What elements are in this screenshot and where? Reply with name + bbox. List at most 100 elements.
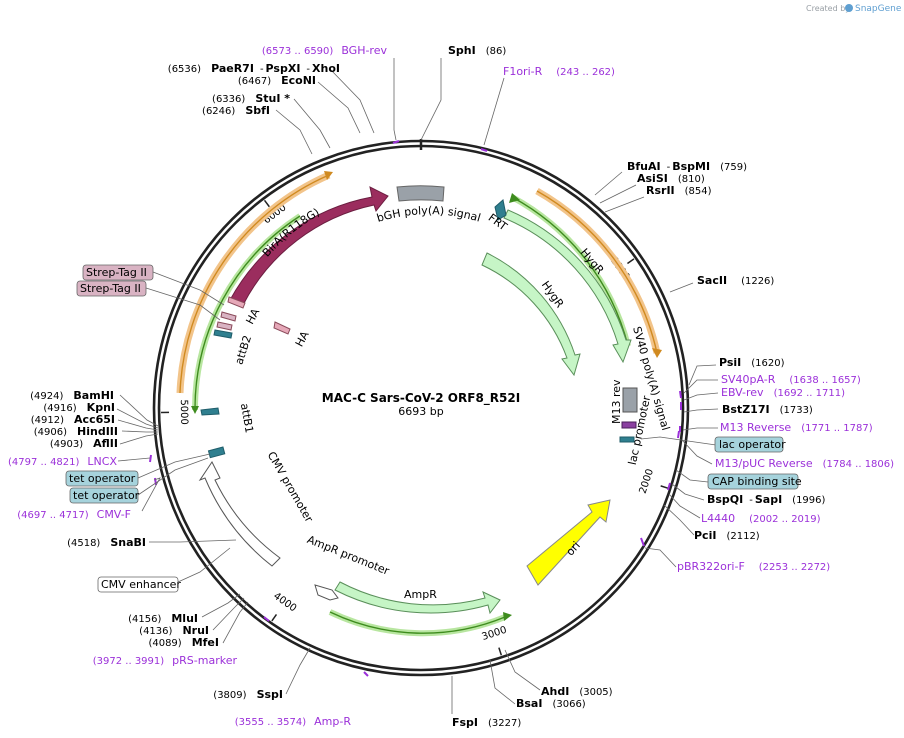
feature-shape-ha-2 bbox=[273, 321, 291, 335]
tick-label-5000: 5000 bbox=[178, 399, 189, 425]
box-cmv-enhancer bbox=[97, 576, 179, 593]
box-strep-tag-1 bbox=[82, 264, 154, 281]
site-bsai: BsaI(3066) bbox=[516, 697, 586, 710]
primer-mark-prs-marker bbox=[263, 616, 270, 622]
primer-f1ori-r: F1ori-R(243 .. 262) bbox=[503, 65, 615, 78]
primer-mark-lncx bbox=[149, 454, 152, 463]
site-psii: PsiI(1620) bbox=[719, 356, 785, 369]
primers: (6573 .. 6590)BGH-rev F1ori-R(243 .. 262… bbox=[8, 44, 894, 728]
feature-shape-hygr-1 bbox=[503, 209, 632, 364]
site-sbfi: (6246)SbfI bbox=[202, 104, 270, 117]
feature-shape-ori bbox=[526, 499, 611, 586]
box-label-strep-tag-2: Strep-Tag II bbox=[80, 282, 141, 295]
tick-mark-1000 bbox=[626, 258, 635, 265]
site-ahdi: AhdI(3005) bbox=[541, 685, 613, 698]
credit-brand: SnapGene bbox=[855, 4, 902, 14]
box-cap-binding-site bbox=[707, 473, 799, 490]
feature-label-attb2: attB2 bbox=[232, 334, 254, 366]
feature-shape-bgh bbox=[396, 185, 445, 202]
box-label-tet-operator-1: tet operator bbox=[69, 472, 136, 485]
feature-shapes bbox=[198, 185, 638, 615]
site-asisi: AsiSI(810) bbox=[637, 172, 705, 185]
site-snabi: (4518)SnaBI bbox=[67, 536, 146, 549]
site-hindiii: (4906)HindIII bbox=[34, 425, 118, 438]
feature-shape-ampr bbox=[334, 581, 501, 615]
primer-ebv-rev: EBV-rev(1692 .. 1711) bbox=[721, 386, 845, 399]
primer-sv40pa-r: SV40pA-R(1638 .. 1657) bbox=[721, 373, 861, 386]
primer-l4440: L4440(2002 .. 2019) bbox=[701, 512, 821, 525]
primer-mark-cmv-f bbox=[154, 477, 157, 486]
feature-label-attb1: attB1 bbox=[238, 402, 256, 434]
site-mfei: (4089)MfeI bbox=[148, 636, 219, 649]
restriction-sites: SphI(86) BfuAI-BspMI(759) AsiSI(810) Rsr… bbox=[30, 44, 825, 729]
feature-label-ampr-promoter: AmpR promoter bbox=[305, 533, 391, 578]
orf-arcs bbox=[176, 171, 662, 637]
box-label-tet-operator-2: tet operator bbox=[73, 489, 140, 502]
box-label-lac-operator: lac operator bbox=[719, 438, 786, 451]
feature-shape-lac-operator bbox=[619, 436, 635, 443]
orf-orange-arrow-right bbox=[652, 348, 662, 358]
primer-lncx: (4797 .. 4821)LNCX bbox=[8, 455, 117, 468]
tick-label-4000: 4000 bbox=[271, 591, 298, 615]
feature-label-ha-2: HA bbox=[293, 329, 312, 349]
orf-green-line-left bbox=[194, 215, 301, 411]
primer-mark-l4440 bbox=[667, 482, 671, 491]
site-acc65i: (4912)Acc65I bbox=[31, 413, 115, 426]
feature-label-m13rev: M13 rev bbox=[610, 379, 623, 424]
tick-label-3000: 3000 bbox=[481, 625, 509, 643]
site-rsrii: RsrII(854) bbox=[646, 184, 712, 197]
primer-prs-marker: (3972 .. 3991)pRS-marker bbox=[93, 654, 238, 667]
site-paer7i-pspxi-xhoi: (6536)PaeR7I-PspXI-XhoI bbox=[168, 62, 340, 75]
orf-orange-line-left bbox=[179, 174, 330, 394]
primer-mark-bgh-rev bbox=[392, 140, 400, 144]
site-econi: (6467)EcoNI bbox=[238, 74, 316, 87]
tick-mark-2000 bbox=[660, 485, 669, 490]
primer-pbr322ori-f: pBR322ori-F(2253 .. 2272) bbox=[677, 560, 830, 573]
box-label-strep-tag-1: Strep-Tag II bbox=[86, 266, 147, 279]
tick-mark-6000 bbox=[263, 199, 270, 208]
box-tet-operator-2 bbox=[69, 487, 139, 504]
box-strep-tag-2 bbox=[76, 280, 147, 297]
site-bspqi-sapi: BspQI-SapI(1996) bbox=[707, 493, 826, 506]
orf-green-line-bottom bbox=[329, 611, 506, 634]
site-sspi: (3809)SspI bbox=[213, 688, 283, 701]
snapgene-credit: Created by SnapGene bbox=[806, 4, 902, 14]
feature-shape-strep-2 bbox=[216, 321, 233, 331]
primer-mark-pbr322ori-f bbox=[640, 537, 645, 547]
feature-shape-attb1 bbox=[200, 407, 220, 416]
snapgene-logo-icon bbox=[845, 4, 853, 12]
site-nrui: (4136)NruI bbox=[139, 624, 209, 637]
feature-shape-hygr-2 bbox=[481, 252, 581, 377]
tick-mark-3000 bbox=[498, 647, 503, 656]
leader-lines bbox=[116, 58, 719, 714]
feature-label-bgh: bGH poly(A) signal bbox=[375, 204, 482, 225]
primer-marks bbox=[149, 140, 682, 677]
site-stui: (6336)StuI * bbox=[212, 92, 290, 105]
tick-mark-4000 bbox=[271, 613, 278, 622]
feature-label-cmv-promoter: CMV promoter bbox=[265, 449, 316, 525]
orf-green-arrow-bottom bbox=[503, 612, 512, 621]
feature-shape-bira bbox=[229, 186, 389, 306]
site-fspi: FspI(3227) bbox=[452, 716, 521, 729]
primer-m13-reverse: M13 Reverse(1771 .. 1787) bbox=[720, 421, 873, 434]
feature-label-ampr: AmpR bbox=[404, 588, 437, 601]
feature-shape-ampr-promoter bbox=[314, 584, 339, 601]
primer-m13-puc-reverse: M13/pUC Reverse(1784 .. 1806) bbox=[715, 457, 894, 470]
site-mlui: (4156)MluI bbox=[128, 612, 198, 625]
feature-shape-attb2 bbox=[213, 329, 233, 339]
primer-mark-m13-puc-reverse bbox=[677, 430, 680, 439]
feature-shape-ha-1 bbox=[227, 296, 246, 309]
site-pcii: PciI(2112) bbox=[694, 529, 760, 542]
site-aflii: (4903)AflII bbox=[50, 437, 118, 450]
plasmid-length: 6693 bp bbox=[398, 405, 443, 418]
site-kpni: (4916)KpnI bbox=[43, 401, 115, 414]
box-lac-operator bbox=[714, 436, 784, 453]
orf-orange-arrow-left bbox=[324, 171, 333, 180]
plasmid-name: MAC-C Sars-CoV-2 ORF8_R52I bbox=[322, 391, 520, 406]
feature-shape-cmv-promoter bbox=[198, 461, 281, 567]
primer-bgh-rev: (6573 .. 6590)BGH-rev bbox=[262, 44, 388, 57]
primer-mark-amp-r bbox=[363, 671, 369, 677]
credit-created-by: Created by bbox=[806, 4, 850, 13]
tick-label-2000: 2000 bbox=[638, 468, 656, 496]
